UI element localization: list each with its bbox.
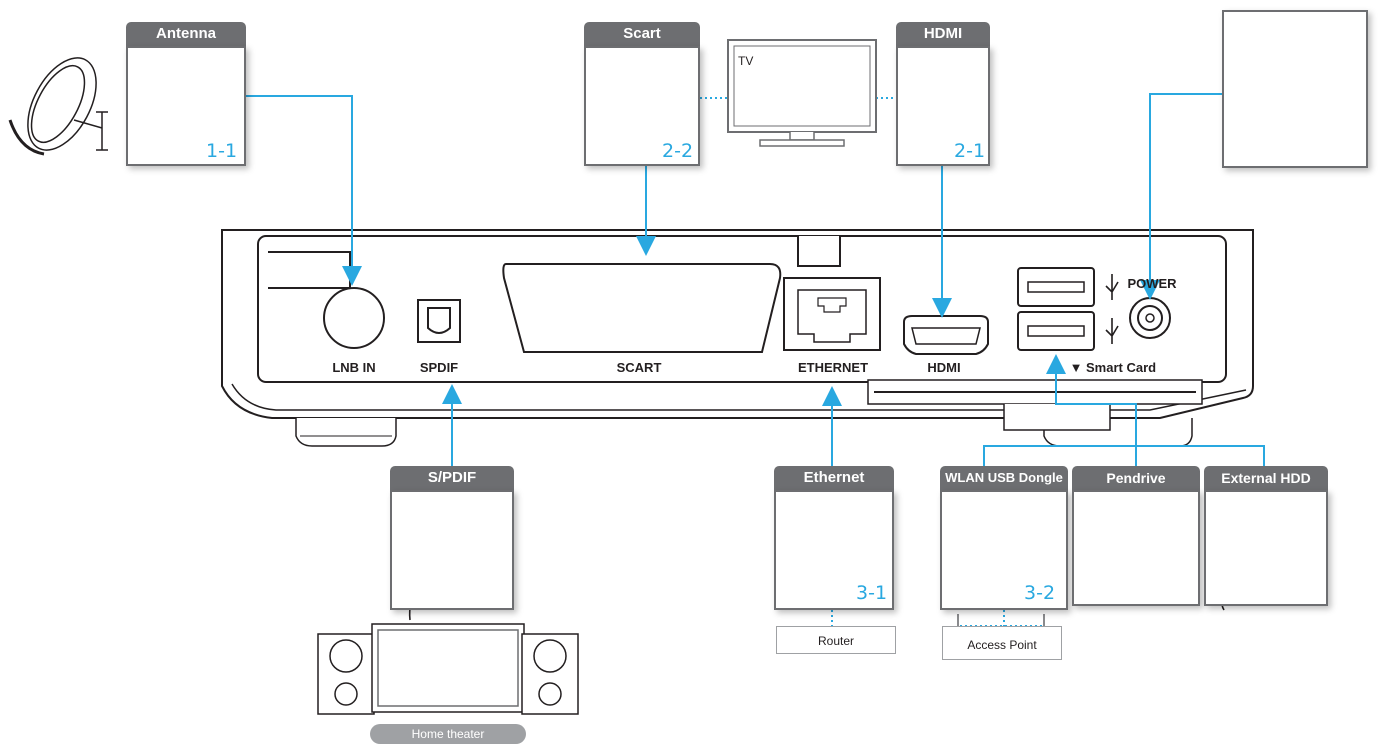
antenna-card [126,46,246,166]
home-theater-label: Home theater [370,724,526,744]
antenna-step: 1-1 [206,140,238,162]
smart-card-arrow: ▼ [1069,360,1083,375]
wlan-label: WLAN USB Dongle [940,466,1068,490]
external-hdd-label: External HDD [1204,466,1328,490]
wlan-card [940,490,1068,610]
scart-step: 2-2 [662,140,694,162]
connection-lines [246,93,1265,466]
router-label: Router [817,634,855,648]
hdmi-card [896,46,990,166]
port-power: POWER [1127,276,1177,291]
port-hdmi: HDMI [927,360,961,375]
spdif-label: S/PDIF [390,466,514,490]
tv-icon [727,39,877,147]
port-spdif: SPDIF [419,360,459,375]
power-card [1222,10,1368,168]
ethernet-step: 3-1 [856,582,888,604]
scart-card [584,46,700,166]
access-point-label: Access Point [967,638,1037,652]
scart-label: Scart [584,22,700,46]
wlan-step: 3-2 [1024,582,1056,604]
port-scart: SCART [616,360,662,375]
ethernet-label: Ethernet [774,466,894,490]
port-ethernet: ETHERNET [797,360,869,375]
ethernet-card [774,490,894,610]
tv-label: TV [738,54,754,68]
router-box [776,626,896,654]
satellite-dish-icon [8,57,108,156]
spdif-card [390,490,514,610]
antenna-label: Antenna [126,22,246,46]
hdmi-label: HDMI [896,22,990,46]
home-theater-icon [317,623,579,715]
pendrive-card [1072,490,1200,606]
hdmi-step: 2-1 [954,140,986,162]
external-hdd-card [1204,490,1328,606]
set-top-box [221,229,1254,447]
access-point-box [942,626,1062,660]
pendrive-label: Pendrive [1072,466,1200,490]
port-lnb-in: LNB IN [332,360,376,375]
port-smart-card: Smart Card [1086,360,1157,375]
